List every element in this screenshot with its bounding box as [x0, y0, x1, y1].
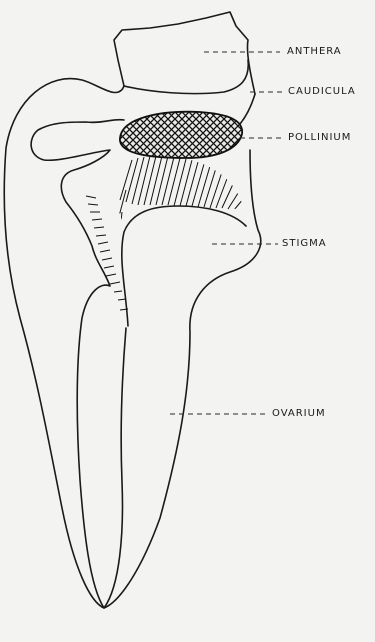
column-inner-outline: [31, 120, 126, 608]
pollinium: [120, 112, 242, 158]
label-ovarium: OVARIUM: [272, 408, 326, 420]
label-caudicula: CAUDICULA: [288, 86, 356, 98]
column-outer-outline: [4, 12, 260, 608]
anther-inner-line: [124, 60, 248, 94]
label-anthera: ANTHERA: [287, 46, 342, 58]
caudicula-stalk: [240, 94, 255, 124]
label-stigma: STIGMA: [282, 238, 327, 250]
label-pollinium: POLLINIUM: [288, 132, 351, 144]
stigma-hatching: [118, 156, 244, 232]
stigma-rim: [122, 206, 246, 326]
